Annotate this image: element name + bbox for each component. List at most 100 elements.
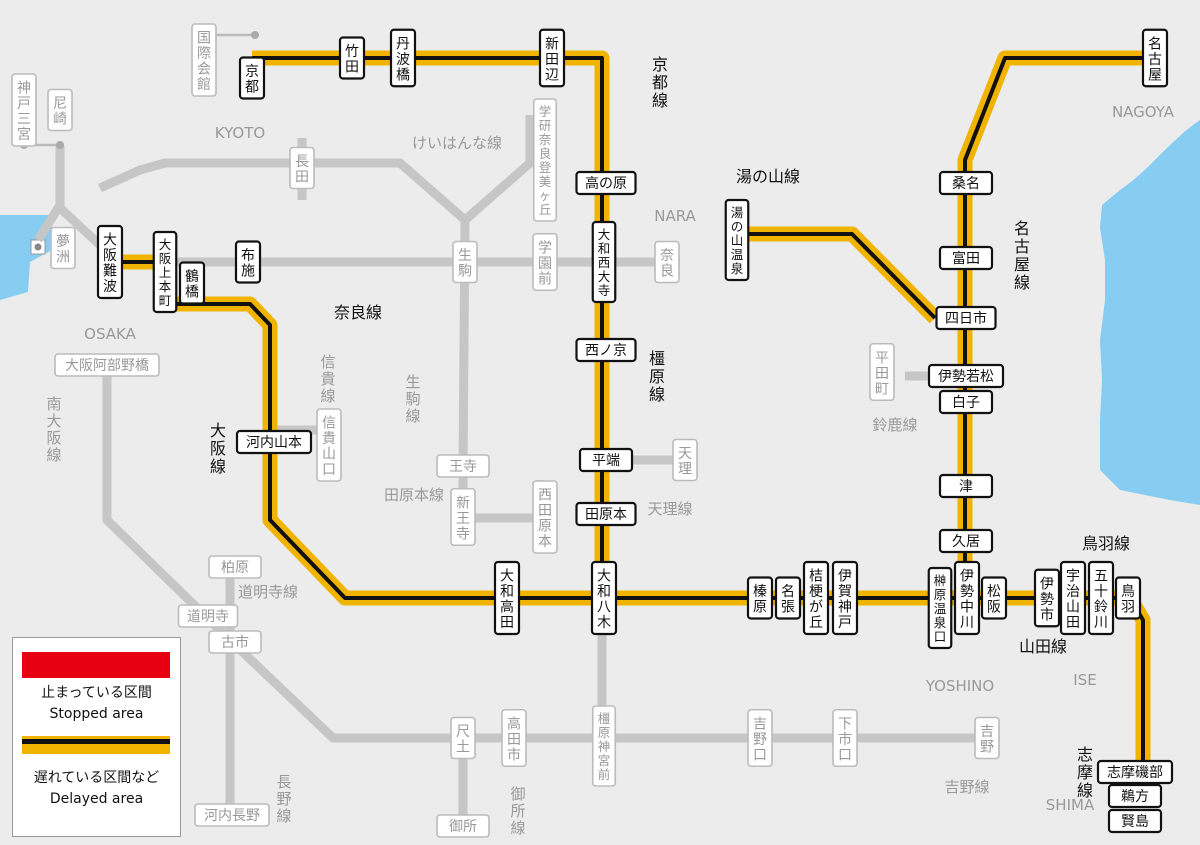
station-kobesannomiya[interactable]: 神戸三宮 <box>11 73 37 147</box>
station-yoshinoguchi[interactable]: 吉野口 <box>747 708 773 768</box>
station-box <box>501 708 527 768</box>
station-box <box>11 73 37 147</box>
station-box <box>1141 28 1169 88</box>
station-box <box>532 232 558 292</box>
station-isuzugawa[interactable]: 五十鈴川 <box>1087 560 1115 636</box>
station-hirahata[interactable]: 平端 <box>578 447 634 473</box>
amagasaki-dot <box>56 141 64 149</box>
station-ikoma[interactable]: 生駒 <box>452 240 478 284</box>
station-box <box>194 803 270 827</box>
station-box <box>575 170 637 196</box>
label-lines-toba: 鳥羽線 <box>1082 534 1130 553</box>
station-label: 布施 <box>241 248 255 280</box>
station-gakuemmae[interactable]: 学園前 <box>532 232 558 292</box>
station-toba[interactable]: 鳥羽 <box>1114 576 1142 620</box>
station-fuse[interactable]: 布施 <box>234 240 262 284</box>
station-kokusaikaikan[interactable]: 国際会館 <box>191 23 217 97</box>
station-nishitawaramoto[interactable]: 西田原本 <box>532 480 558 554</box>
station-takanohara[interactable]: 高の原 <box>575 170 637 196</box>
station-tambabashi[interactable]: 丹波橋 <box>389 28 417 88</box>
label-lines-minamiosaka: 南大阪線 <box>46 395 61 464</box>
station-ugata[interactable]: 鵜方 <box>1107 783 1163 809</box>
station-label: 賢島 <box>1121 814 1149 830</box>
station-box <box>591 705 617 787</box>
station-tomida[interactable]: 富田 <box>938 245 994 271</box>
station-kyoto[interactable]: 京都 <box>238 56 266 100</box>
station-shintanabe[interactable]: 新田辺 <box>538 28 566 88</box>
station-osakauehommachi[interactable]: 大阪上本町 <box>152 230 178 314</box>
station-box <box>590 560 618 636</box>
station-label: 古市 <box>221 634 249 651</box>
station-yamatotakada[interactable]: 大和高田 <box>493 560 521 636</box>
label-lines-shigi: 信貴線 <box>320 353 335 405</box>
station-box <box>869 342 895 402</box>
station-nabari[interactable]: 名張 <box>774 576 802 620</box>
station-iseshi[interactable]: 伊勢市 <box>1033 568 1061 628</box>
station-haibara[interactable]: 榛原 <box>746 576 774 620</box>
station-shimaisobe[interactable]: 志摩磯部 <box>1096 759 1174 785</box>
station-hiratacho[interactable]: 平田町 <box>869 342 895 402</box>
station-takadashi[interactable]: 高田市 <box>501 708 527 768</box>
station-label: 吉野口 <box>753 716 767 763</box>
station-yamatosaidaiji[interactable]: 大和西大寺 <box>591 220 617 304</box>
station-gakkennaratomigaoka[interactable]: 学研奈良登美ヶ丘 <box>532 98 558 222</box>
station-box <box>832 708 858 768</box>
station-hisai[interactable]: 久居 <box>938 528 994 554</box>
station-nishinokyo[interactable]: 西ノ京 <box>575 337 637 363</box>
station-kikyogaoka[interactable]: 桔梗が丘 <box>802 560 830 636</box>
station-yamatoyagi[interactable]: 大和八木 <box>590 560 618 636</box>
station-kintetsunara[interactable]: 奈良 <box>654 240 680 284</box>
station-label: 津 <box>959 479 973 495</box>
station-label: 学園前 <box>538 240 552 287</box>
station-kashiharajingumae[interactable]: 橿原神宮前 <box>591 705 617 787</box>
station-tenri[interactable]: 天理 <box>672 438 698 482</box>
station-oji[interactable]: 王寺 <box>436 454 490 478</box>
station-yokkaichi[interactable]: 四日市 <box>935 305 997 331</box>
station-nagoya[interactable]: 名古屋 <box>1141 28 1169 88</box>
station-label: 橿原神宮前 <box>598 711 611 782</box>
station-tawaramoto[interactable]: 田原本 <box>575 501 637 527</box>
station-domyoji[interactable]: 道明寺 <box>177 604 239 628</box>
station-takeda[interactable]: 竹田 <box>338 36 366 80</box>
station-label: 吉野 <box>980 724 994 756</box>
station-kuwana[interactable]: 桑名 <box>938 170 994 196</box>
label-lines-kyoto: 京都線 <box>652 55 668 110</box>
station-box <box>578 447 634 473</box>
station-kashikojima[interactable]: 賢島 <box>1107 808 1163 834</box>
station-kawachiyamamoto[interactable]: 河内山本 <box>235 429 313 455</box>
station-osakanamba[interactable]: 大阪難波 <box>96 224 124 300</box>
station-box <box>389 28 417 88</box>
legend-delayed-en: Delayed area <box>49 791 144 807</box>
station-shiroko[interactable]: 白子 <box>938 389 994 415</box>
station-yumeshima[interactable]: 夢洲 <box>50 226 76 270</box>
station-matsusaka[interactable]: 松阪 <box>980 576 1008 620</box>
station-label: 大阪難波 <box>103 233 117 296</box>
station-yunoyamaonsen[interactable]: 湯の山温泉 <box>724 198 750 282</box>
station-kawachinagano[interactable]: 河内長野 <box>194 803 270 827</box>
station-sakakibaraonsenguchi[interactable]: 榊原温泉口 <box>927 566 953 650</box>
station-kashiwara[interactable]: 柏原 <box>208 555 262 579</box>
station-label: 竹田 <box>345 44 359 76</box>
station-furuichi[interactable]: 古市 <box>208 630 262 654</box>
station-yoshino[interactable]: 吉野 <box>974 716 1000 760</box>
station-ujiyamada[interactable]: 宇治山田 <box>1059 560 1087 636</box>
station-label: 榊原温泉口 <box>934 573 947 644</box>
station-box <box>935 305 997 331</box>
station-osakaabenobashi[interactable]: 大阪阿部野橋 <box>54 353 160 377</box>
station-shigisanguchi[interactable]: 信貴山口 <box>316 408 342 482</box>
station-nagata[interactable]: 長田 <box>289 146 315 190</box>
station-box <box>591 220 617 304</box>
station-gose[interactable]: 御所 <box>436 814 490 838</box>
station-tsu[interactable]: 津 <box>938 473 994 499</box>
station-amagasaki[interactable]: 尼崎 <box>47 88 73 132</box>
station-box <box>54 353 160 377</box>
station-shimoichiguchi[interactable]: 下市口 <box>832 708 858 768</box>
station-igakambe[interactable]: 伊賀神戸 <box>831 560 859 636</box>
delayed-lines <box>110 50 1155 790</box>
station-label: 柏原 <box>221 560 249 576</box>
station-iseNakagawa[interactable]: 伊勢中川 <box>953 560 981 636</box>
station-tsuruhashi[interactable]: 鶴橋 <box>178 261 206 305</box>
station-shinoji[interactable]: 新王寺 <box>450 487 476 547</box>
station-isewakamatsu[interactable]: 伊勢若松 <box>927 363 1005 389</box>
station-shakudo[interactable]: 尺土 <box>450 716 476 760</box>
